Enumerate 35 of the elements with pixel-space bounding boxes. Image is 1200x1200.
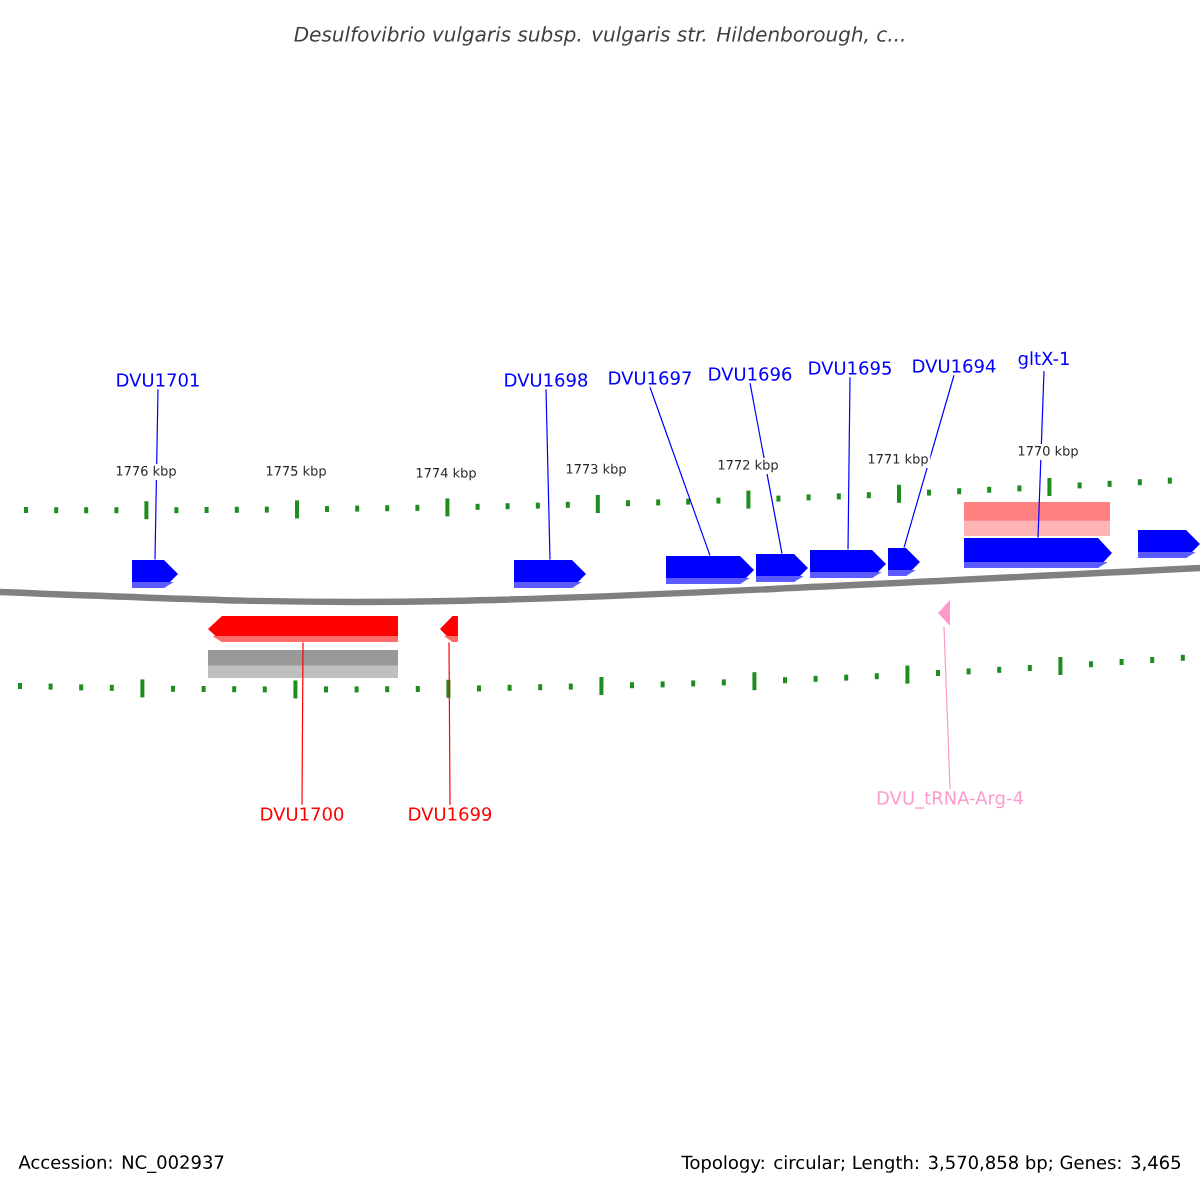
gene-label: DVU1695 <box>809 361 891 375</box>
gene-label: DVU1699 <box>409 807 492 821</box>
feature-bar <box>208 650 398 678</box>
leader-line <box>448 641 451 806</box>
title: Desulfovibrio vulgaris subsp. vulgaris str. Hildenborough, c... <box>294 26 904 46</box>
gene-feature <box>514 560 586 588</box>
gene-label: DVU_tRNA-Arg-4 <box>877 791 1023 809</box>
gene-feature <box>964 538 1112 568</box>
gene-label: DVU1696 <box>709 367 792 381</box>
gene-feature <box>666 556 754 584</box>
feature-bar <box>964 502 1110 536</box>
footer-text: Topology: circular; Length: 3,570,858 bp; Genes: 3,465 <box>681 1155 1181 1173</box>
gene-label: DVU1697 <box>609 371 691 385</box>
gene-label: DVU1700 <box>261 807 344 821</box>
leader-line <box>154 388 159 561</box>
gene-feature <box>208 616 398 642</box>
gene-label: DVU1694 <box>913 359 996 373</box>
leader-line <box>301 641 304 806</box>
gene-feature <box>888 548 920 576</box>
leader-line <box>847 376 851 551</box>
leader-line <box>1037 370 1045 539</box>
gene-feature <box>440 616 458 642</box>
footer-text: Accession: NC_002937 <box>18 1155 224 1173</box>
gene-label: gltX-1 <box>1018 351 1069 369</box>
feature-triangle <box>938 600 950 626</box>
leader-line <box>749 382 783 555</box>
leader-line <box>649 386 711 557</box>
leader-line <box>943 625 951 790</box>
gene-feature <box>132 560 178 588</box>
gene-feature <box>1138 530 1200 558</box>
gene-label: DVU1701 <box>117 373 199 387</box>
gene-feature <box>756 554 808 582</box>
leader-line <box>545 388 551 561</box>
gene-label: DVU1698 <box>505 373 588 387</box>
leader-line <box>903 374 955 549</box>
